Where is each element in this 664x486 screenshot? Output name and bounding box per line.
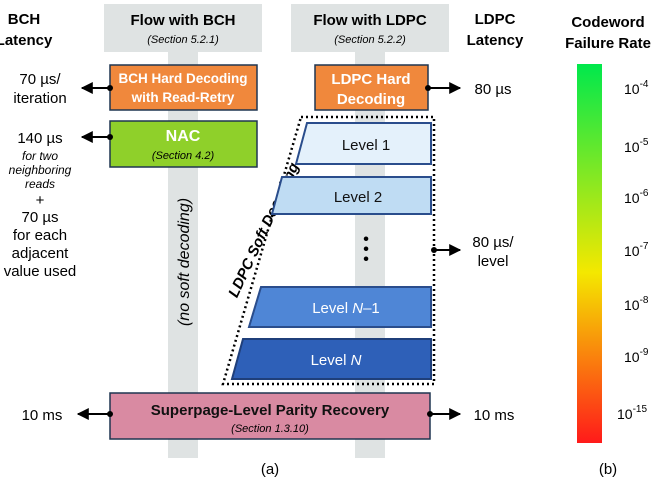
ldpc-soft-latency-line1: 80 µs/ [472, 234, 514, 251]
level-n-minus-1-label: Level N–1 [312, 300, 380, 317]
ldpc-latency-header-line1: LDPC [475, 11, 516, 28]
failure-rate-ticks: 10-4 10-5 10-6 10-7 10-8 10-9 10-15 [617, 79, 649, 422]
superpage-recovery-section: (Section 1.3.10) [231, 423, 309, 435]
level-ellipsis-dot-2: • [363, 241, 369, 258]
no-soft-decoding-label: (no soft decoding) [176, 198, 193, 326]
level-n-label: Level N [311, 352, 362, 369]
nac-title: NAC [166, 128, 201, 145]
ldpc-hard-latency-dot [425, 85, 431, 91]
bch-hard-decoding-box [109, 64, 258, 111]
failure-rate-tick: 10-4 [624, 79, 649, 97]
failure-rate-tick: 10-6 [624, 188, 649, 206]
superpage-recovery-box [109, 392, 431, 440]
nac-latency-adj-line3: adjacent [12, 245, 70, 262]
nac-latency-plus: + [36, 192, 45, 209]
level-1-box [294, 122, 432, 165]
bch-latency-header-line2: Latency [0, 32, 53, 49]
ldpc-soft-latency-dot [431, 247, 437, 253]
failure-rate-tick: 10-7 [624, 241, 649, 259]
codeword-failure-header-line2: Failure Rate [565, 35, 651, 52]
bch-super-latency: 10 ms [22, 407, 63, 424]
ldpc-latency-header-line2: Latency [467, 32, 524, 49]
nac-latency-main: 140 µs [17, 130, 62, 147]
level-ellipsis-dot-3: • [363, 251, 369, 268]
level-1-label: Level 1 [342, 137, 390, 154]
failure-rate-gradient-bar [577, 64, 602, 443]
ldpc-soft-decoding-region [221, 115, 436, 386]
nac-latency-note-line3: reads [25, 177, 55, 191]
bch-flow-column [104, 4, 262, 52]
bch-hard-latency-line2: iteration [13, 90, 66, 107]
nac-latency-note-line2: neighboring [9, 163, 72, 177]
caption-b: (b) [599, 461, 617, 478]
ldpc-super-latency-dot [427, 411, 433, 417]
level-n-minus-1-box [247, 286, 432, 328]
ldpc-soft-latency-line2: level [478, 253, 509, 270]
codeword-failure-header-line1: Codeword [571, 14, 644, 31]
ldpc-hard-decoding-line2: Decoding [337, 91, 405, 108]
bch-super-latency-dot [107, 411, 113, 417]
nac-section: (Section 4.2) [152, 150, 215, 162]
flow-ldpc-title: Flow with LDPC [313, 12, 426, 29]
level-n-var: N [351, 352, 362, 369]
ldpc-super-latency: 10 ms [474, 407, 515, 424]
bch-hard-latency-line1: 70 µs/ [19, 71, 61, 88]
bch-latency-header-line1: BCH [8, 11, 41, 28]
level-2-box [270, 176, 432, 215]
failure-rate-tick: 10-15 [617, 404, 647, 422]
nac-latency-adj-line2: for each [13, 227, 67, 244]
nac-latency-adj-line4: value used [4, 263, 77, 280]
failure-rate-tick: 10-9 [624, 347, 649, 365]
bch-flow-column-stem [168, 52, 198, 458]
level-n-minus-1-var: N [352, 300, 363, 317]
flow-ldpc-section: (Section 5.2.2) [334, 34, 406, 46]
nac-box [109, 120, 258, 168]
failure-rate-tick: 10-5 [624, 137, 649, 155]
nac-latency-adj-line1: 70 µs [22, 209, 59, 226]
nac-latency-dot [107, 134, 113, 140]
level-ellipsis-dot-1: • [363, 231, 369, 248]
ldpc-hard-latency: 80 µs [475, 81, 512, 98]
bch-hard-decoding-line1: BCH Hard Decoding [118, 71, 247, 86]
bch-hard-latency-dot [107, 85, 113, 91]
level-2-label: Level 2 [334, 189, 382, 206]
ldpc-hard-decoding-line1: LDPC Hard [331, 71, 410, 88]
nac-latency-note-line1: for two [22, 149, 58, 163]
level-n-box [230, 338, 432, 380]
ldpc-flow-column [291, 4, 449, 52]
flow-bch-title: Flow with BCH [131, 12, 236, 29]
flow-bch-section: (Section 5.2.1) [147, 34, 219, 46]
caption-a: (a) [261, 461, 279, 478]
bch-hard-decoding-line2: with Read-Retry [131, 90, 235, 105]
ldpc-flow-column-stem [355, 52, 385, 458]
superpage-recovery-title: Superpage-Level Parity Recovery [151, 402, 390, 419]
failure-rate-tick: 10-8 [624, 295, 649, 313]
